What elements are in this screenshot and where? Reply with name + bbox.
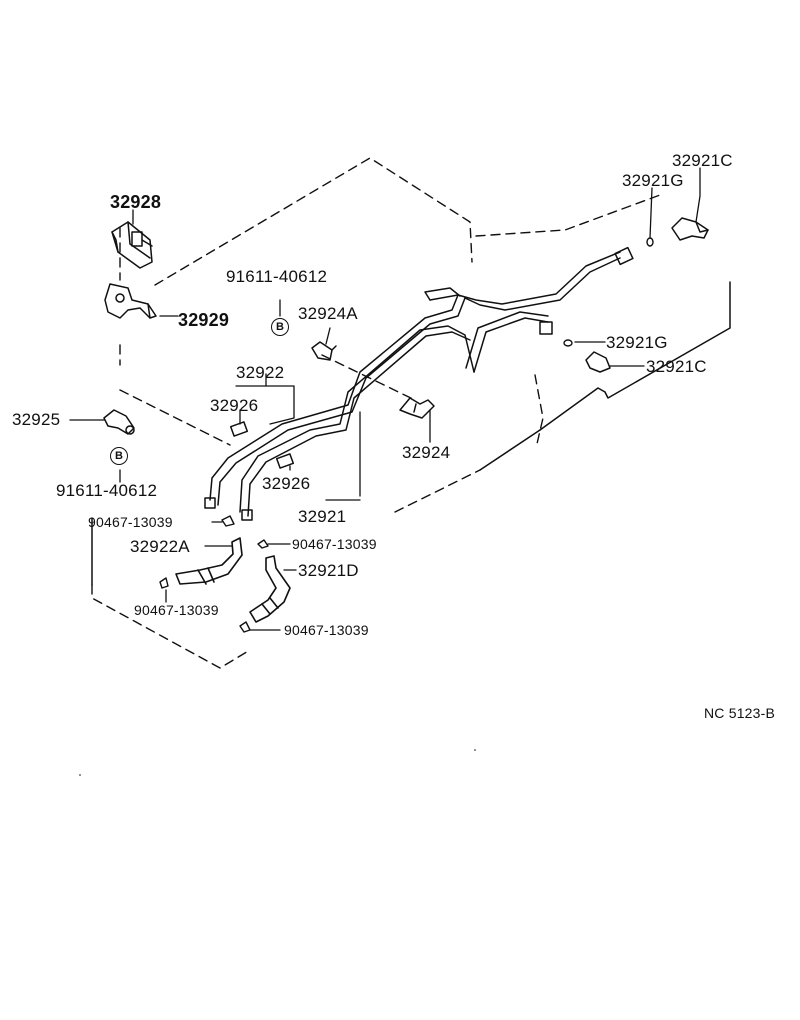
label-91611-40612-left: 91611-40612: [56, 481, 158, 500]
part-32922A-hose: [175, 537, 243, 585]
circle-b-marker-left: B: [110, 447, 128, 465]
label-32921G-mid: 32921G: [606, 333, 668, 352]
part-32921G-gasket-top: [646, 237, 654, 247]
label-32924: 32924: [402, 443, 451, 462]
diagram-reference-code: NC 5123-B: [704, 705, 776, 721]
label-32924A: 32924A: [298, 304, 358, 323]
part-32925-clamp: [103, 409, 135, 435]
label-90467-13039-a: 90467-13039: [88, 514, 173, 530]
label-90467-13039-b: 90467-13039: [292, 536, 377, 552]
part-32924A-clip: [311, 341, 337, 361]
part-32929-clamp: [104, 283, 157, 319]
label-32921C-top: 32921C: [672, 151, 733, 170]
label-32929: 32929: [178, 310, 230, 330]
part-32921C-union-mid: [585, 351, 611, 373]
part-32928-bracket: [111, 221, 153, 269]
part-32921C-union-top: [671, 217, 709, 241]
label-32921C-mid: 32921C: [646, 357, 707, 376]
circle-b-marker-top: B: [271, 318, 289, 336]
pipe-end-fittings: [204, 246, 634, 521]
label-32921G-top: 32921G: [622, 171, 684, 190]
brake-tube-assembly: [209, 251, 621, 517]
label-32925: 32925: [12, 410, 61, 429]
label-32926-lower: 32926: [262, 474, 311, 493]
part-32926-grommets: [229, 421, 295, 469]
label-32922A: 32922A: [130, 537, 190, 556]
label-32922: 32922: [236, 363, 285, 382]
assembly-boundary-lines: [91, 157, 661, 669]
label-91611-40612-top: 91611-40612: [226, 267, 328, 286]
leader-lines: [69, 167, 701, 631]
assembly-boundary-solid: [91, 281, 731, 586]
part-32921G-gasket-mid: [563, 339, 573, 347]
label-32926-upper: 32926: [210, 396, 259, 415]
label-32921D: 32921D: [298, 561, 359, 580]
part-32921D-hose: [249, 555, 291, 623]
label-90467-13039-c: 90467-13039: [134, 602, 219, 618]
part-32924-bracket: [399, 397, 435, 419]
label-32928: 32928: [110, 192, 162, 212]
label-32921: 32921: [298, 507, 347, 526]
label-90467-13039-d: 90467-13039: [284, 622, 369, 638]
